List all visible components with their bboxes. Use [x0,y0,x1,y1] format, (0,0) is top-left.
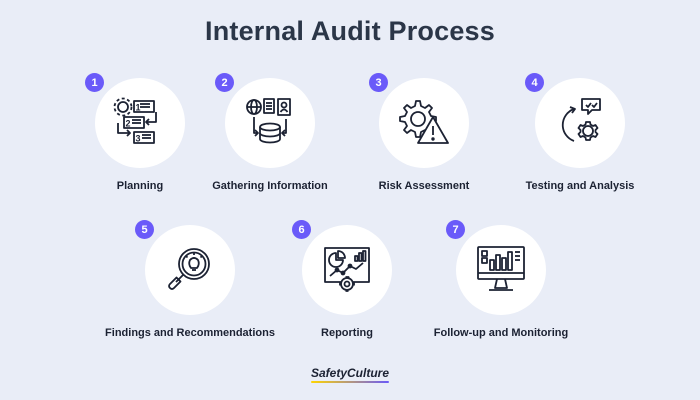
step-number-badge: 5 [135,220,154,239]
step-number-badge: 6 [292,220,311,239]
gathering-information-icon [242,95,298,151]
step-label: Findings and Recommendations [105,327,275,339]
step-number-badge: 7 [446,220,465,239]
step-circle [456,225,546,315]
findings-icon [162,242,218,298]
brand-logo-underline [311,381,389,383]
brand-logo: SafetyCulture [310,366,390,380]
step-number-badge: 2 [215,73,234,92]
reporting-icon [319,242,375,298]
svg-text:2: 2 [126,119,131,129]
step-label: Testing and Analysis [525,180,635,192]
step-circle [302,225,392,315]
step-circle [379,78,469,168]
step-number-badge: 4 [525,73,544,92]
testing-analysis-icon [552,95,608,151]
step-label: Reporting [321,327,373,339]
monitoring-icon [473,242,529,298]
risk-assessment-icon [396,95,452,151]
svg-text:3: 3 [136,134,141,144]
step-circle [535,78,625,168]
step-number-badge: 1 [85,73,104,92]
step-circle [225,78,315,168]
page-title: Internal Audit Process [205,16,495,46]
svg-text:1: 1 [136,103,141,113]
step-label: Gathering Information [212,180,328,192]
step-label: Risk Assessment [378,180,470,192]
step-label: Planning [116,180,164,192]
step-circle: 1 2 3 [95,78,185,168]
step-number-badge: 3 [369,73,388,92]
step-circle [145,225,235,315]
planning-icon: 1 2 3 [112,95,168,151]
step-label: Follow-up and Monitoring [433,327,569,339]
